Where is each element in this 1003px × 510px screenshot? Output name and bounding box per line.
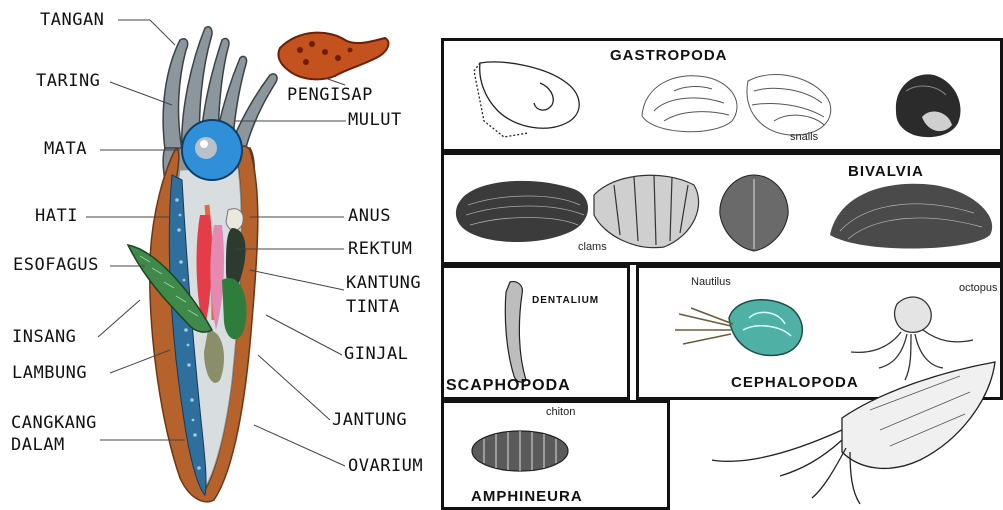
squid-sketch-illustration xyxy=(0,0,1003,510)
diagram-canvas: TANGAN TARING MATA HATI ESOFAGUS INSANG … xyxy=(0,0,1003,510)
